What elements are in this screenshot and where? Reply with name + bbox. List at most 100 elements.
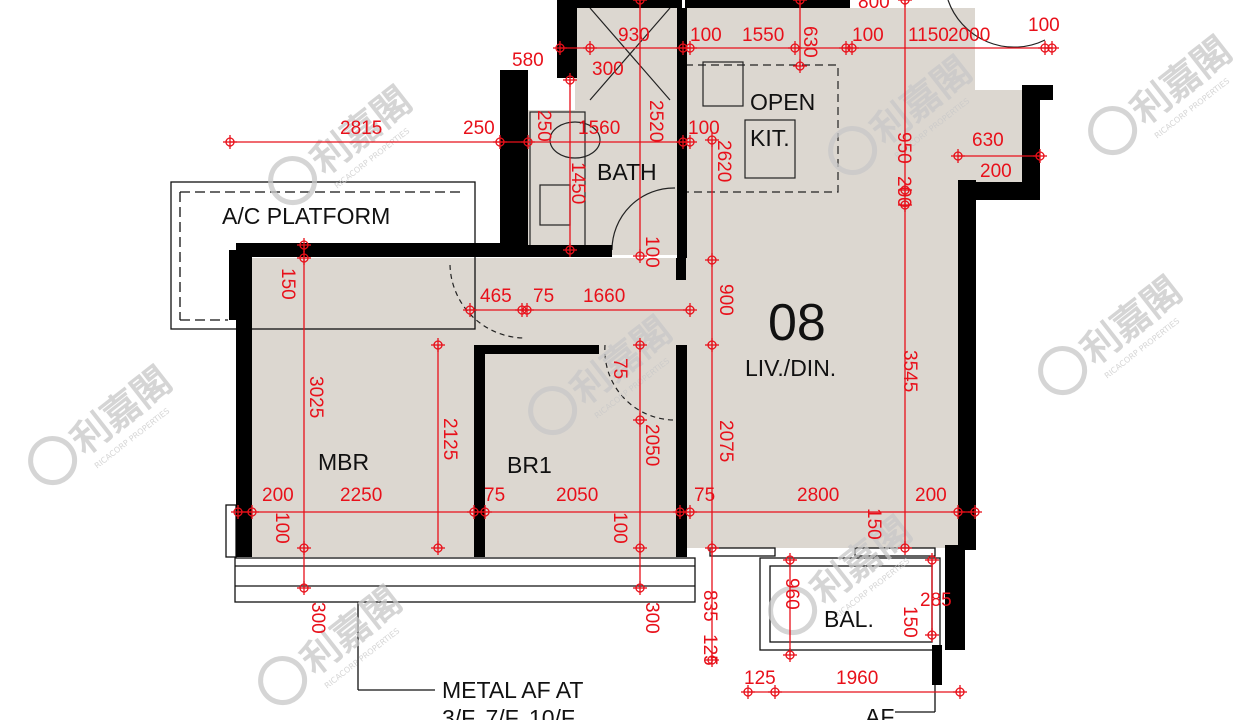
dim-100-right: 100 xyxy=(1028,15,1060,36)
dim-2050-h: 2050 xyxy=(556,485,598,506)
kitchen-sink xyxy=(744,119,796,179)
dim-835: 835 xyxy=(699,590,720,622)
dim-150-bal: 150 xyxy=(899,606,920,638)
dim-1550: 1550 xyxy=(742,25,784,46)
ricacorp-logo-icon xyxy=(1038,346,1088,396)
door-swings xyxy=(449,0,1046,421)
unit-number: 08 xyxy=(768,294,826,352)
ac-platform-dashed xyxy=(179,191,465,321)
dim-250-v: 250 xyxy=(533,110,554,142)
dim-930: 930 xyxy=(618,25,650,46)
metal-af-label-2: 3/F, 7/F, 10/F xyxy=(442,705,575,720)
bath-east-wall xyxy=(677,8,687,258)
dim-2800: 2800 xyxy=(797,485,839,506)
dim-250-h: 250 xyxy=(463,118,495,139)
dim-75-b: 75 xyxy=(484,485,505,506)
dim-630-top: 630 xyxy=(799,26,820,58)
shaft-cross xyxy=(589,7,671,101)
shaft-west-wall xyxy=(557,0,577,78)
liv-din-label: LIV./DIN. xyxy=(745,355,836,381)
dim-200-right: 200 xyxy=(980,161,1012,182)
dim-200-left: 200 xyxy=(262,485,294,506)
window-strip-bottom-2 xyxy=(854,547,936,557)
east-wall-niche-side xyxy=(1022,85,1040,200)
metal-af-outline xyxy=(234,557,696,603)
br1-door-swing xyxy=(604,344,676,421)
dim-2815: 2815 xyxy=(340,118,382,139)
dim-1450: 1450 xyxy=(567,162,588,204)
dim-150-liv: 150 xyxy=(863,508,884,540)
dim-125-h: 125 xyxy=(744,668,776,689)
mbr-label: MBR xyxy=(318,449,369,475)
af-label: AF xyxy=(865,704,894,720)
ac-platform-label: A/C PLATFORM xyxy=(222,203,390,229)
dim-100-c: 100 xyxy=(688,118,720,139)
dim-300-top: 300 xyxy=(592,59,624,80)
walls xyxy=(229,0,1053,685)
open-kit-label-2: KIT. xyxy=(750,125,790,151)
dim-100-br1: 100 xyxy=(609,512,630,544)
shaft-north-wall xyxy=(557,0,682,8)
dim-1660: 1660 xyxy=(583,286,625,307)
metal-af-label-1: METAL AF AT xyxy=(442,677,583,703)
dim-1150: 1150 xyxy=(908,25,949,46)
dim-465: 465 xyxy=(480,286,512,307)
kitchen-appliance xyxy=(702,61,744,107)
dim-630-right: 630 xyxy=(972,130,1004,151)
right-niche-floor xyxy=(955,90,1025,195)
dimension-lines xyxy=(223,0,1059,699)
dim-800: 800 xyxy=(858,0,890,13)
ricacorp-logo-icon xyxy=(258,656,308,706)
ricacorp-logo-icon xyxy=(828,126,878,176)
dim-1560: 1560 xyxy=(578,118,620,139)
mbr-north-wall xyxy=(236,243,506,257)
ac-wall-stub xyxy=(229,250,237,320)
open-kit-label-1: OPEN xyxy=(750,89,815,115)
bath-south-wall xyxy=(500,245,612,257)
dim-285: 285 xyxy=(920,590,952,611)
mbr-door-swing xyxy=(449,264,526,339)
ricacorp-logo-icon xyxy=(268,156,318,206)
br1-north-wall xyxy=(474,345,599,354)
dim-300-br1: 300 xyxy=(641,602,662,634)
balcony-east-wall xyxy=(945,545,965,650)
ricacorp-logo-icon xyxy=(28,436,78,486)
balcony-label: BAL. xyxy=(824,606,874,632)
dim-2620: 2620 xyxy=(713,140,734,182)
br1-west-wall xyxy=(474,345,485,557)
dim-2000: 2000 xyxy=(948,25,990,46)
dim-200-end: 200 xyxy=(915,485,947,506)
dimension-labels: 800 930 100 1550 100 1150 2000 100 580 3… xyxy=(262,0,1060,689)
dim-2250: 2250 xyxy=(340,485,382,506)
dim-2050-v: 2050 xyxy=(641,424,662,466)
dim-960: 960 xyxy=(781,578,802,610)
ricacorp-logo-icon xyxy=(768,586,818,636)
dim-100-a: 100 xyxy=(690,25,722,46)
dim-2125: 2125 xyxy=(439,418,460,460)
dim-75-c: 75 xyxy=(694,485,715,506)
kitchen-counter-dashed xyxy=(685,64,839,193)
dim-125-v: 125 xyxy=(699,634,720,666)
floor-areas xyxy=(252,0,1025,557)
dim-950: 950 xyxy=(893,132,914,164)
mbr-west-wall xyxy=(236,245,252,557)
br1-east-wall xyxy=(676,345,687,557)
wash-basin xyxy=(549,121,601,159)
ricacorp-logo-icon xyxy=(528,386,578,436)
br1-label: BR1 xyxy=(507,452,552,478)
entry-door-swing xyxy=(947,0,1046,48)
east-wall-top xyxy=(1035,85,1053,100)
dim-100-b: 100 xyxy=(852,25,884,46)
dim-3545: 3545 xyxy=(899,350,920,392)
partition-stub xyxy=(676,258,686,280)
dim-75-a: 75 xyxy=(533,286,554,307)
window-strip-bottom xyxy=(709,547,776,557)
dim-100-bath: 100 xyxy=(641,236,662,268)
dim-3025: 3025 xyxy=(305,376,326,418)
fixtures xyxy=(529,7,839,251)
bath-west-wall xyxy=(500,70,528,255)
dim-900: 900 xyxy=(715,284,736,316)
